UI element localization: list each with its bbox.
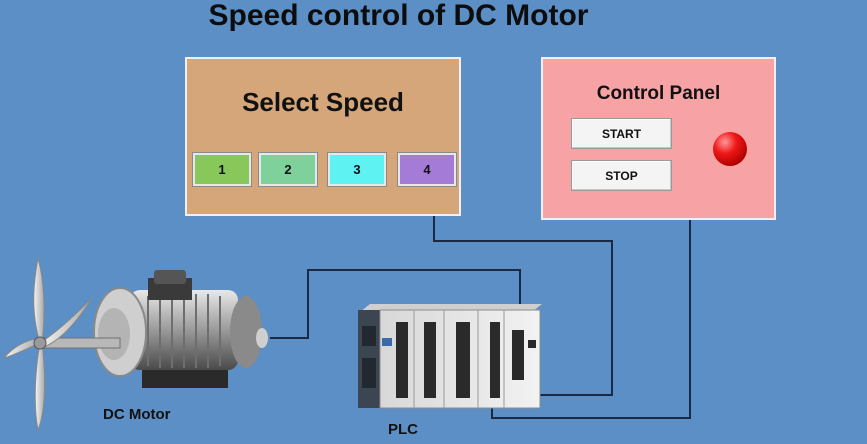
wire-motor-to-plc (270, 269, 521, 345)
status-lamp (713, 132, 747, 166)
control-panel: Control Panel START STOP (541, 57, 776, 220)
speed-button-1[interactable]: 1 (192, 152, 252, 187)
select-speed-title: Select Speed (242, 87, 404, 117)
stop-button[interactable]: STOP (571, 160, 672, 191)
start-button[interactable]: START (571, 118, 672, 149)
wire-control-to-plc (491, 220, 691, 419)
select-speed-panel: Select Speed 1 2 3 4 (185, 57, 461, 216)
dc-motor-illustration (2, 257, 268, 432)
dc-motor-label: DC Motor (103, 406, 171, 423)
page-title: Speed control of DC Motor (208, 0, 589, 32)
speed-button-4[interactable]: 4 (397, 152, 457, 187)
speed-button-2[interactable]: 2 (258, 152, 318, 187)
plc-illustration (358, 304, 542, 409)
plc-label: PLC (388, 421, 418, 438)
speed-button-3[interactable]: 3 (327, 152, 387, 187)
control-panel-title: Control Panel (596, 83, 721, 104)
